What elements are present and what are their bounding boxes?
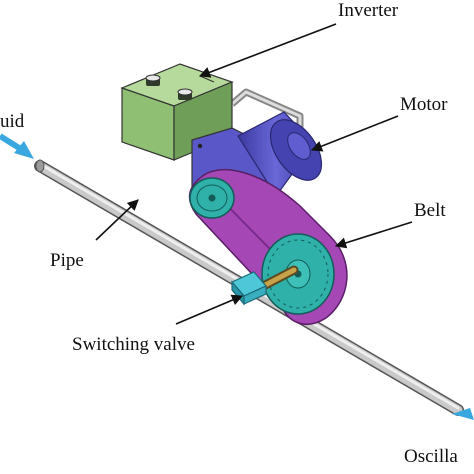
label-inverter: Inverter	[338, 0, 399, 21]
label-belt: Belt	[414, 200, 446, 221]
label-motor: Motor	[400, 94, 448, 115]
label-switching-valve: Switching valve	[72, 334, 195, 355]
terminal-left-icon	[145, 74, 161, 86]
terminal-right-icon	[177, 88, 193, 100]
outflow-arrow	[452, 408, 474, 420]
inverter-leader	[198, 23, 337, 78]
motor-body	[237, 111, 323, 198]
driven-pulley	[261, 233, 335, 315]
motor-leader	[310, 115, 399, 152]
leader-lines	[95, 23, 413, 325]
label-oscilla-fragment: Oscilla	[404, 446, 458, 467]
handle-bar	[229, 88, 304, 130]
inflow-arrow	[0, 133, 34, 159]
valve-leader	[175, 294, 244, 325]
label-pipe: Pipe	[50, 250, 84, 271]
label-fluid-fragment: uid	[0, 111, 25, 132]
drive-pulley	[189, 177, 235, 219]
inverter-box	[120, 63, 234, 161]
pipe-leader	[95, 199, 139, 241]
belt-leader	[334, 221, 413, 249]
